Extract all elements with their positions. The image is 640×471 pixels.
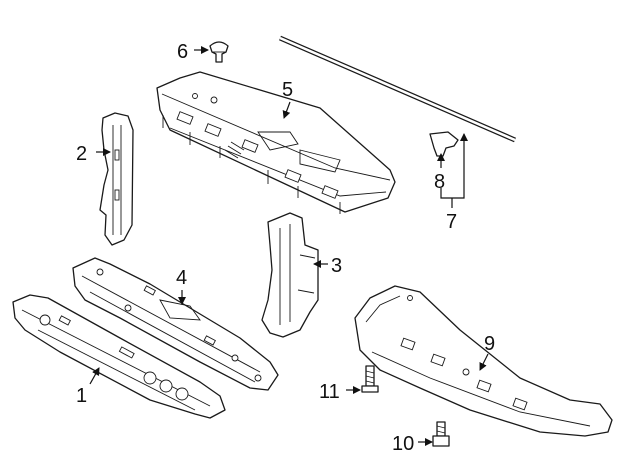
part-7-seal-strip xyxy=(279,35,516,143)
callout-7: 7 xyxy=(446,211,457,233)
callout-11: 11 xyxy=(319,381,340,403)
callout-4: 4 xyxy=(176,267,187,289)
part-11-bolt xyxy=(361,365,379,393)
part-5-upper-support xyxy=(156,71,396,214)
callout-1: 1 xyxy=(76,385,87,407)
callout-3: 3 xyxy=(331,255,342,277)
part-8-clip xyxy=(429,131,459,157)
callout-9: 9 xyxy=(484,333,495,355)
callout-5: 5 xyxy=(282,79,293,101)
callout-2: 2 xyxy=(76,143,87,165)
part-6-push-clip xyxy=(209,41,229,63)
part-4-lower-member xyxy=(72,257,279,391)
callout-10: 10 xyxy=(392,433,414,455)
leader-1 xyxy=(89,367,100,385)
part-10-bolt xyxy=(432,421,450,447)
part-3-side-bracket xyxy=(261,212,319,338)
leader-5 xyxy=(282,101,291,119)
leader-9 xyxy=(479,353,489,371)
callout-8: 8 xyxy=(434,171,445,193)
callout-6: 6 xyxy=(177,41,188,63)
part-1-bottom-member xyxy=(12,294,226,419)
part-2-side-bracket xyxy=(99,112,134,246)
part-9-under-cover xyxy=(354,285,613,437)
